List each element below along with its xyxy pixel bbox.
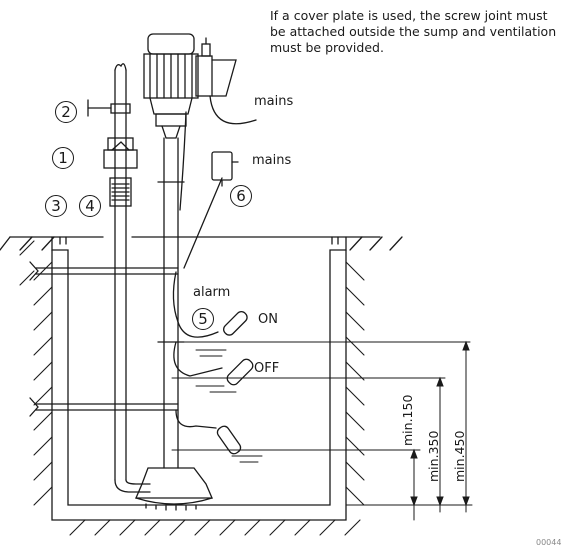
pump-unit: [135, 33, 237, 511]
float-switches: [216, 310, 254, 455]
callout-2: 2: [55, 101, 77, 123]
wall-hatching: [19, 240, 365, 536]
mains-label-motor: mains: [254, 94, 294, 109]
cables: [172, 95, 257, 429]
on-label: ON: [258, 312, 278, 327]
dimension-min-150: min.150: [400, 394, 415, 446]
cover-plate-note: If a cover plate is used, the screw join…: [270, 8, 557, 55]
callout-1: 1: [52, 147, 74, 169]
dimension-lines: [345, 340, 473, 521]
water-levels: [171, 341, 471, 463]
sump-walls: [51, 236, 347, 521]
ground-surface: [0, 236, 403, 251]
callout-3: 3: [45, 195, 67, 217]
support-brackets: [29, 261, 179, 417]
callout-6: 6: [230, 185, 252, 207]
dimension-min-350: min.350: [426, 430, 441, 482]
alarm-label: alarm: [193, 285, 231, 300]
figure-code: 00044: [536, 538, 562, 547]
callout-5: 5: [192, 308, 214, 330]
dimension-min-450: min.450: [452, 430, 467, 482]
mains-label-switch: mains: [252, 153, 292, 168]
discharge-pipe: [87, 63, 151, 493]
callout-4: 4: [79, 195, 101, 217]
off-label: OFF: [254, 361, 280, 376]
alarm-switch: [211, 151, 239, 187]
